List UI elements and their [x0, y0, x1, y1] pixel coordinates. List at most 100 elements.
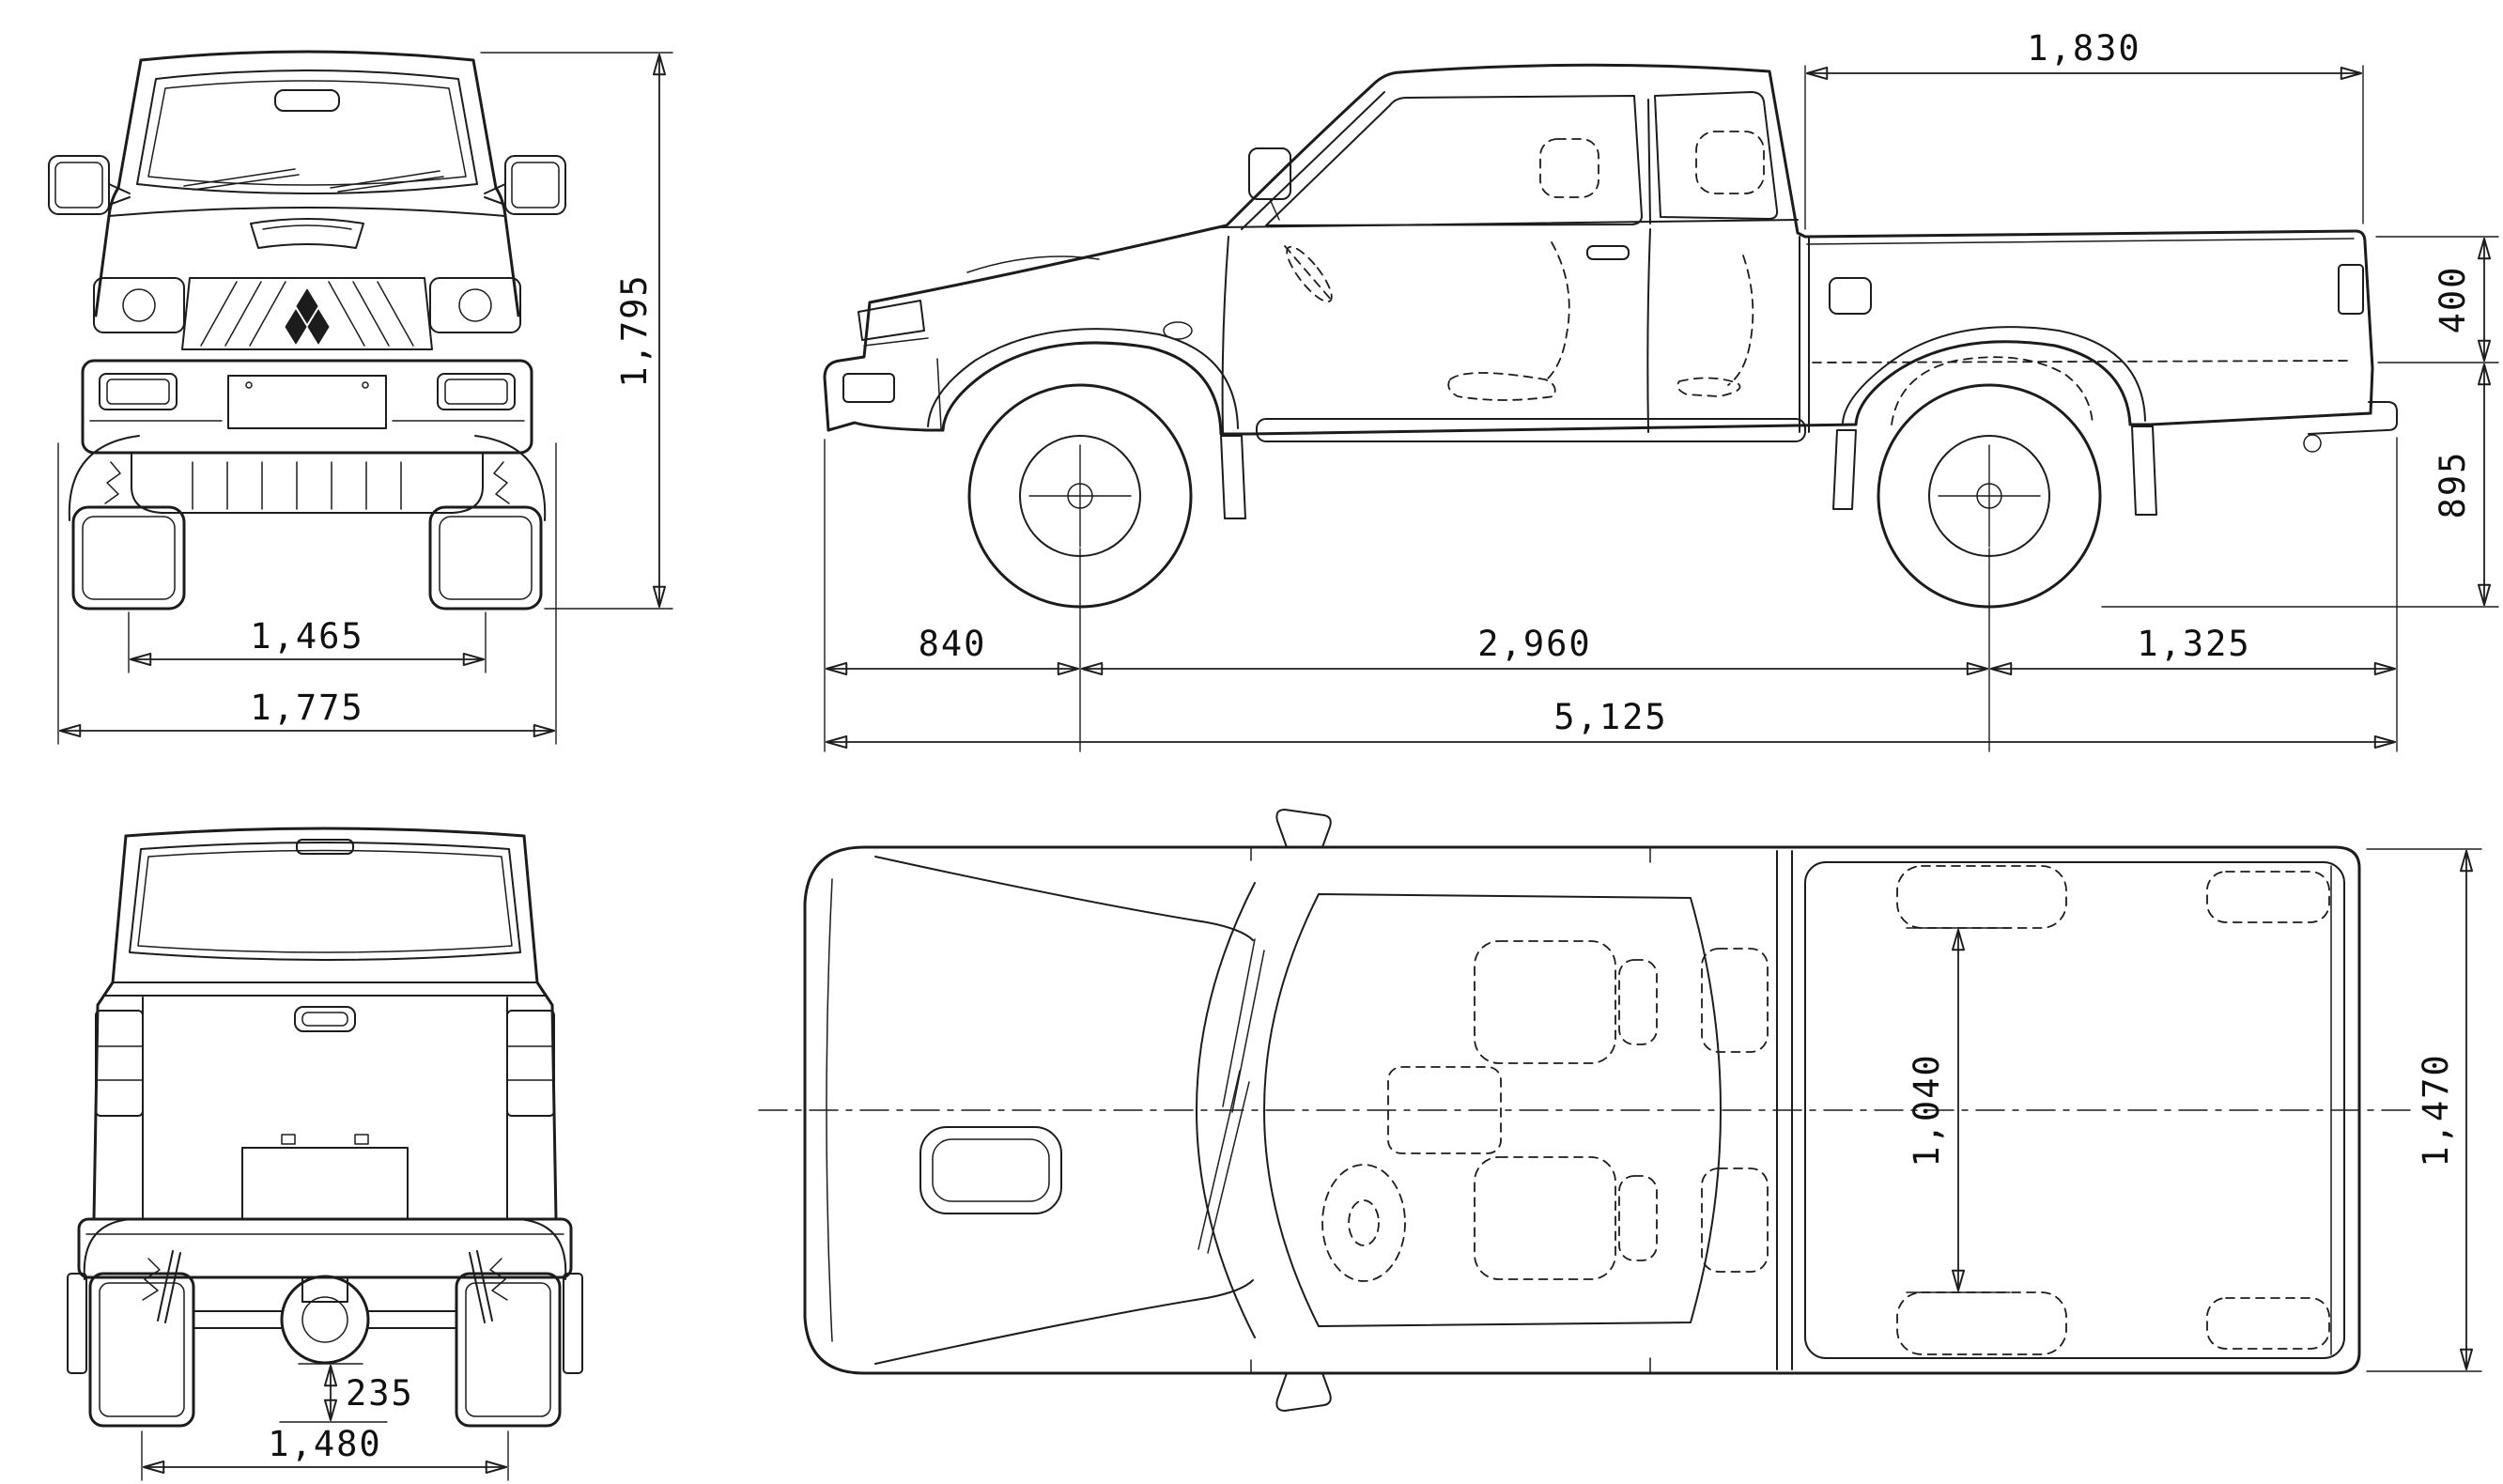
front-tire-right [428, 505, 543, 611]
dim-rear-overhang-label: 1,325 [2137, 624, 2250, 664]
headlight-left [93, 277, 185, 333]
dim-baseline-extensions [824, 437, 2398, 752]
bed-rail-rear [102, 982, 548, 997]
roof-panel [1263, 893, 1722, 1327]
side-mirror [1248, 147, 1291, 200]
headlight-right [429, 277, 521, 333]
dim-overall-length-label: 5,125 [1553, 697, 1667, 737]
dim-front-track-label: 1,465 [250, 616, 363, 657]
front-cab-outline-right [139, 50, 520, 317]
quarter-window [1654, 91, 1779, 220]
dim-bed-inner-width-label: 1,040 [1907, 1053, 1947, 1167]
dim-bed-length-label: 1,830 [2027, 28, 2140, 69]
dim-load-height: 895 [2101, 363, 2499, 608]
mirror-top-left [1275, 809, 1332, 848]
hood-line [108, 207, 506, 217]
mirror-top-right [1275, 1372, 1332, 1412]
dim-ground-clearance-label: 235 [346, 1373, 414, 1414]
seat-left [1474, 940, 1616, 1064]
skid-plate [131, 452, 484, 514]
tail-lamp [2338, 264, 2364, 315]
dim-front-overhang-label: 840 [919, 624, 987, 664]
dim-bed-depth-label: 400 [2433, 266, 2473, 334]
front-view [48, 50, 566, 611]
windshield [136, 70, 478, 194]
brake-light [296, 839, 354, 855]
door-seam-rear [1646, 99, 1651, 433]
dim-front-height-label: 1,795 [614, 273, 655, 387]
fog-lamp-left [99, 373, 178, 410]
rear-step-bumper [2308, 401, 2398, 435]
a-pillar [1241, 91, 1385, 230]
hood-scoop-side [966, 255, 1100, 273]
brand-diamond-logo [285, 288, 330, 345]
wiper-right [330, 170, 444, 193]
dim-front-height: 1,795 [480, 52, 673, 610]
grille [181, 277, 433, 350]
dim-bed-inner-width: 1,040 [1906, 927, 2011, 1293]
wiper-top-2 [1222, 938, 1265, 1113]
dim-front-track: 1,465 [128, 611, 487, 673]
wiper-left [183, 168, 300, 191]
shock-left [157, 1250, 181, 1323]
fuel-door [1829, 277, 1872, 315]
tailgate-seams [142, 997, 508, 1220]
hood-scoop [250, 218, 364, 249]
dim-wheelbase: 2,960 [1081, 624, 1988, 676]
door-handle [1586, 245, 1630, 260]
dim-wheelbase-label: 2,960 [1477, 624, 1591, 664]
dim-ground-clearance: 235 [279, 1363, 414, 1423]
top-body-outline [803, 845, 2361, 1375]
windshield-top [1196, 882, 1256, 1338]
cab-bed-gap [1799, 236, 1810, 433]
dim-front-width: 1,775 [57, 442, 557, 745]
mud-flap-front [1220, 435, 1246, 519]
side-step [1256, 418, 1806, 442]
hood-curve-left [874, 856, 1254, 941]
dim-rear-track: 1,480 [141, 1424, 509, 1481]
rear-wheel-flare [1842, 326, 2146, 424]
bed-floor-hidden [1812, 360, 2351, 363]
dim-front-overhang: 840 [826, 624, 1079, 676]
rear-axle [193, 1310, 457, 1329]
door-window [1265, 95, 1643, 226]
door-seam-front [1221, 236, 1229, 433]
mud-flap-rear [2131, 425, 2157, 516]
side-upper-outline [823, 63, 2374, 432]
hood-curve-right [874, 1279, 1254, 1365]
steering-wheel-side [1286, 245, 1333, 303]
front-tire-left [71, 505, 186, 611]
tail-light-left [95, 1010, 144, 1117]
dim-rear-track-label: 1,480 [268, 1424, 381, 1464]
seat-right [1474, 1156, 1616, 1280]
wheel-well-right [1896, 1291, 2067, 1355]
dim-bed-length: 1,830 [1804, 28, 2364, 230]
side-lower-outline [827, 340, 2372, 436]
hood-scoop-top [919, 1126, 1062, 1214]
differential [280, 1275, 370, 1365]
wheel-box-hidden [1891, 356, 2094, 425]
side-view [823, 63, 2398, 609]
front-bumper [81, 359, 533, 455]
dim-overall-length: 5,125 [826, 697, 2396, 750]
license-plate [227, 375, 387, 429]
dim-load-height-label: 895 [2433, 451, 2473, 519]
dim-front-width-label: 1,775 [250, 688, 363, 728]
tail-light-right [506, 1010, 555, 1117]
tow-hook [2303, 434, 2322, 453]
dim-top-body-width: 1,470 [2366, 848, 2482, 1372]
steering-wheel-top [1321, 1164, 1406, 1282]
rear-bumper [77, 1217, 573, 1279]
top-view [758, 809, 2411, 1412]
side-headlight [858, 300, 925, 341]
fog-lamp-right [437, 373, 516, 410]
rear-window [129, 842, 521, 961]
rear-license-plate [241, 1147, 409, 1220]
fender-flare-left [68, 435, 140, 521]
tow-hitch [301, 1276, 348, 1303]
beltline [1220, 219, 1799, 228]
front-wheel-flare [927, 328, 1239, 429]
wheel-well-left [1896, 865, 2067, 929]
